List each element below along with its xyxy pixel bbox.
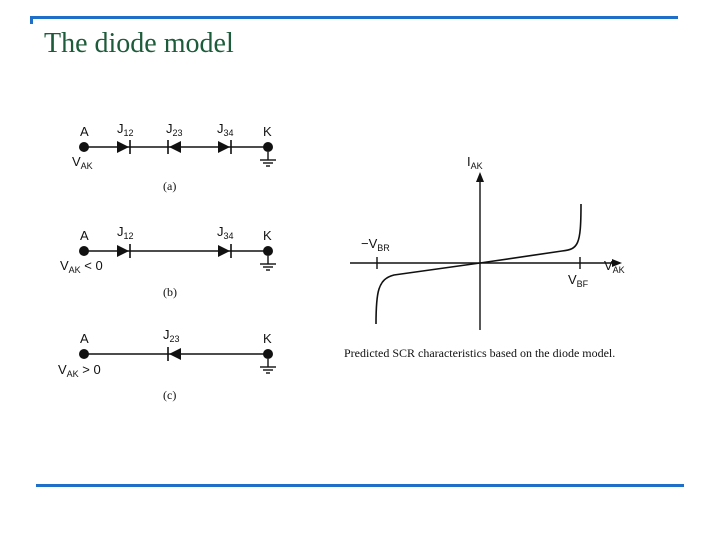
junction-j34-label: J34 [217, 224, 234, 241]
ground-icon [259, 151, 277, 167]
circuit-b: A K J12 J34 VAK < 0 (b) [60, 224, 277, 299]
junction-j34-label: J34 [217, 121, 234, 138]
top-rule-tick [30, 16, 33, 24]
diode-j34-icon [218, 244, 232, 258]
junction-j23-label: J23 [163, 327, 180, 344]
cathode-label: K [263, 124, 272, 139]
anode-node [79, 349, 89, 359]
anode-node [79, 142, 89, 152]
cathode-node [263, 142, 273, 152]
junction-j23-label: J23 [166, 121, 183, 138]
pos-breakover-label: VBF [568, 272, 589, 289]
cathode-node [263, 246, 273, 256]
anode-label: A [80, 331, 89, 346]
junction-j12-label: J12 [117, 224, 134, 241]
ground-icon [259, 255, 277, 271]
circuit-c: A K J23 VAK > 0 (c) [58, 327, 277, 402]
x-axis-arrow-icon [612, 259, 622, 267]
voltage-condition-label: VAK < 0 [60, 258, 103, 275]
voltage-label: VAK [72, 154, 93, 171]
y-axis-arrow-icon [476, 172, 484, 182]
neg-breakdown-label: −VBR [361, 236, 390, 253]
diode-j34-icon [218, 140, 232, 154]
x-axis-label: VAK [604, 258, 625, 275]
circuit-a: A K J12 J23 J34 VAK (a) [72, 121, 277, 193]
graph-caption: Predicted SCR characteristics based on t… [344, 346, 615, 360]
iv-characteristic-graph: IAK VAK −VBR VBF Predicted SCR character… [344, 154, 625, 360]
top-rule [30, 16, 678, 19]
anode-label: A [80, 124, 89, 139]
diode-j23-icon [167, 347, 181, 361]
circuit-b-caption: (b) [163, 285, 177, 299]
bottom-rule [36, 484, 684, 487]
diode-j12-icon [117, 244, 131, 258]
cathode-label: K [263, 228, 272, 243]
voltage-condition-label: VAK > 0 [58, 362, 101, 379]
y-axis-label: IAK [467, 154, 483, 171]
cathode-node [263, 349, 273, 359]
circuit-a-caption: (a) [163, 179, 176, 193]
cathode-label: K [263, 331, 272, 346]
diode-j12-icon [117, 140, 131, 154]
junction-j12-label: J12 [117, 121, 134, 138]
diode-j23-icon [167, 140, 181, 154]
anode-node [79, 246, 89, 256]
ground-icon [259, 358, 277, 374]
anode-label: A [80, 228, 89, 243]
iv-curve [375, 203, 582, 325]
circuit-c-caption: (c) [163, 388, 176, 402]
slide-title: The diode model [44, 28, 234, 59]
